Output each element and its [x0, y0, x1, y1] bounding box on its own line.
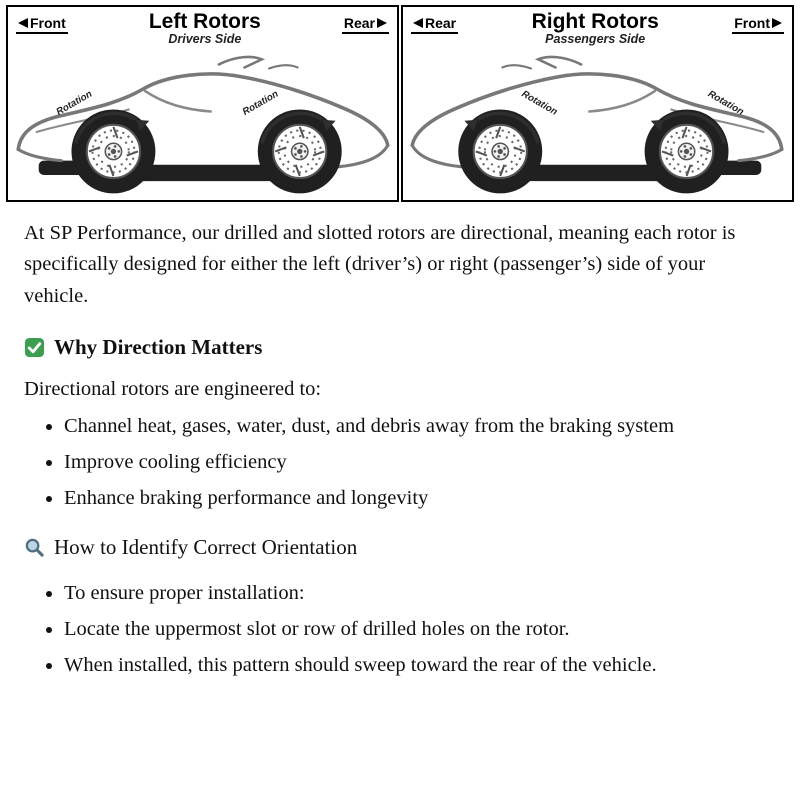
right-arrow-icon — [377, 18, 387, 28]
list-item: Improve cooling efficiency — [64, 447, 774, 478]
left-arrow-icon — [413, 18, 423, 28]
direction-text: Rear — [425, 15, 457, 31]
rear-direction-label: Rear — [341, 14, 389, 34]
left-rotors-panel: Front Left Rotors Drivers Side Rear Rota… — [6, 5, 399, 202]
orientation-steps-list: To ensure proper installation: Locate th… — [40, 578, 774, 680]
list-item: Locate the uppermost slot or row of dril… — [64, 614, 774, 645]
rear-direction-label: Rear — [411, 14, 459, 34]
panel-title: Right Rotors — [531, 10, 659, 33]
list-item: Channel heat, gases, water, dust, and de… — [64, 411, 774, 442]
heading-text: Why Direction Matters — [54, 335, 263, 360]
intro-paragraph: At SP Performance, our drilled and slott… — [24, 221, 736, 308]
direction-text: Front — [30, 15, 66, 31]
right-car-illustration: Rotation Rotation — [403, 46, 792, 200]
right-arrow-icon — [772, 18, 782, 28]
article-body: At SP Performance, our drilled and slott… — [0, 202, 800, 681]
left-panel-header: Front Left Rotors Drivers Side Rear — [8, 7, 397, 46]
right-rotors-panel: Rear Right Rotors Passengers Side Front … — [401, 5, 794, 202]
benefits-list: Channel heat, gases, water, dust, and de… — [40, 411, 774, 513]
left-car-illustration: Rotation Rotation — [8, 46, 397, 200]
rotation-label: Rotation — [520, 89, 560, 118]
right-panel-header: Rear Right Rotors Passengers Side Front — [403, 7, 792, 46]
direction-text: Front — [734, 15, 770, 31]
right-panel-titles: Right Rotors Passengers Side — [531, 10, 659, 47]
orientation-heading: How to Identify Correct Orientation — [24, 535, 774, 560]
direction-text: Rear — [343, 15, 375, 31]
panel-subtitle: Passengers Side — [545, 32, 646, 47]
rotor-direction-diagram: Front Left Rotors Drivers Side Rear Rota… — [6, 5, 794, 202]
magnifier-icon — [25, 538, 44, 557]
panel-subtitle: Drivers Side — [168, 32, 242, 47]
list-item: When installed, this pattern should swee… — [64, 650, 774, 681]
front-direction-label: Front — [732, 14, 784, 34]
left-arrow-icon — [18, 18, 28, 28]
heading-text: How to Identify Correct Orientation — [54, 535, 358, 560]
check-icon — [24, 337, 45, 358]
engineered-lead: Directional rotors are engineered to: — [24, 378, 322, 401]
front-direction-label: Front — [16, 14, 68, 34]
left-panel-titles: Left Rotors Drivers Side — [148, 10, 261, 47]
panel-title: Left Rotors — [148, 10, 261, 33]
list-item: To ensure proper installation: — [64, 578, 774, 609]
rotation-label: Rotation — [241, 89, 281, 118]
why-direction-heading: Why Direction Matters — [24, 335, 774, 360]
list-item: Enhance braking performance and longevit… — [64, 483, 774, 514]
